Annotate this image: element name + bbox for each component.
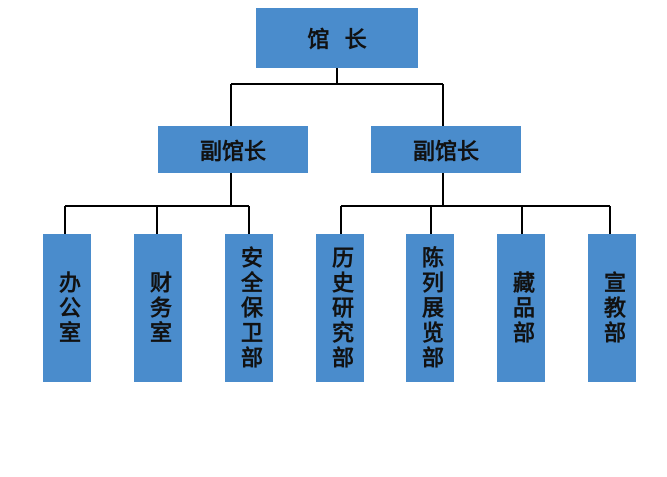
dept-security: 安全保卫部 bbox=[225, 234, 273, 382]
dept-education-label: 宣教部 bbox=[600, 270, 625, 346]
dept-finance: 财务室 bbox=[134, 234, 182, 382]
dept-exhibition-label: 陈列展览部 bbox=[418, 245, 443, 371]
deputy-director-label-left: 副馆长 bbox=[199, 139, 266, 165]
director-node: 馆 长 bbox=[256, 8, 418, 68]
dept-history-research: 历史研究部 bbox=[316, 234, 364, 382]
dept-office: 办公室 bbox=[43, 234, 91, 382]
deputy-director-label-right: 副馆长 bbox=[412, 139, 479, 165]
dept-security-label: 安全保卫部 bbox=[237, 245, 262, 371]
dept-history-research-label: 历史研究部 bbox=[328, 245, 353, 371]
deputy-director-node-right: 副馆长 bbox=[371, 126, 521, 173]
dept-collections: 藏品部 bbox=[497, 234, 545, 382]
director-label: 馆 长 bbox=[307, 28, 367, 53]
deputy-director-node-left: 副馆长 bbox=[158, 126, 308, 173]
dept-finance-label: 财务室 bbox=[146, 270, 171, 346]
dept-education: 宣教部 bbox=[588, 234, 636, 382]
dept-collections-label: 藏品部 bbox=[509, 270, 534, 346]
dept-exhibition: 陈列展览部 bbox=[406, 234, 454, 382]
dept-office-label: 办公室 bbox=[55, 270, 80, 346]
